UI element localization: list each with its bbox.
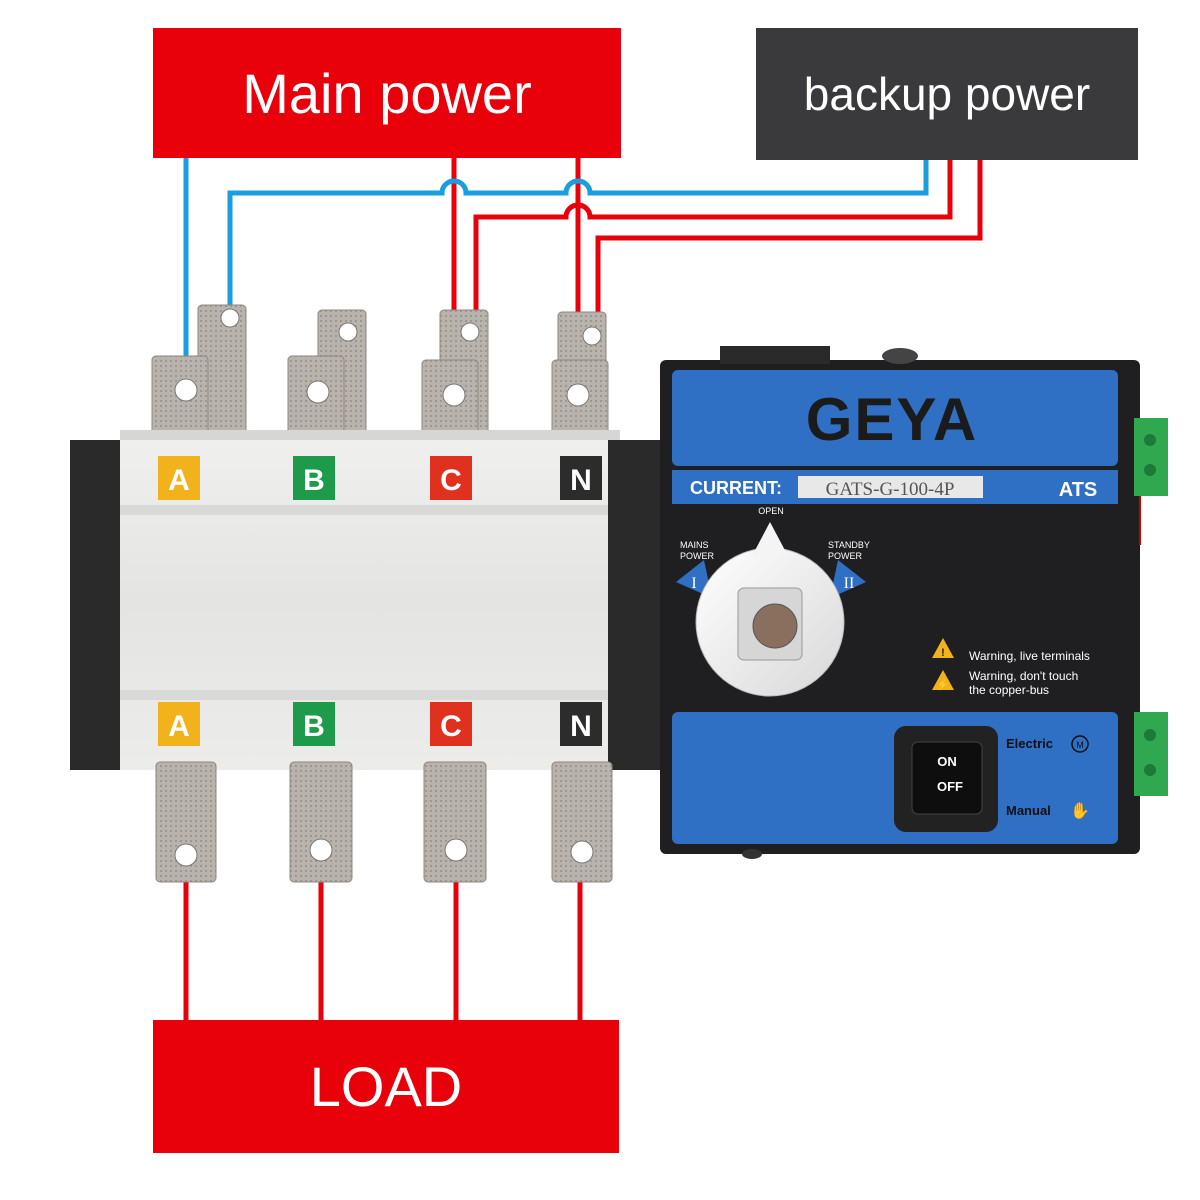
load-box: LOAD <box>153 1020 619 1153</box>
mains-numeral: I <box>691 575 696 592</box>
model-plate <box>798 476 983 498</box>
open-label: OPEN <box>758 506 784 516</box>
phase-markers-top: A B C N <box>158 456 602 500</box>
backup-power-label: backup power <box>803 68 1091 120</box>
side-connector-top <box>1134 418 1168 496</box>
terminal-b-load <box>289 761 353 883</box>
svg-text:B: B <box>303 464 325 497</box>
top-terminals-back <box>197 304 607 441</box>
terminal-a-backup <box>197 304 247 441</box>
brand-panel <box>672 370 1118 466</box>
svg-text:!: ! <box>941 647 945 659</box>
phase-marker-c-bottom: C <box>430 702 472 746</box>
mains-label-1: MAINS <box>680 540 709 550</box>
svg-text:C: C <box>440 710 462 743</box>
electric-label: Electric <box>1006 736 1053 751</box>
warning-icon-1 <box>932 638 954 658</box>
brand-logo: GEYA <box>806 386 979 453</box>
mode-switch[interactable] <box>911 741 983 815</box>
terminal-a-load <box>155 761 217 883</box>
svg-text:⚡: ⚡ <box>937 678 949 691</box>
hand-icon: ✋ <box>1070 801 1090 820</box>
standby-label-1: STANDBY <box>828 540 870 550</box>
phase-marker-b-top: B <box>293 456 335 500</box>
phase-marker-n-top: N <box>560 456 602 500</box>
terminal-b-main <box>287 355 345 447</box>
warning-text-2a: Warning, don't touch <box>969 669 1078 683</box>
motor-icon <box>1071 735 1089 753</box>
ats-label: ATS <box>1059 479 1098 501</box>
mains-arrow <box>676 560 712 598</box>
phase-marker-c-top: C <box>430 456 472 500</box>
model-text: GATS-G-100-4P <box>826 479 955 500</box>
svg-text:B: B <box>303 710 325 743</box>
svg-text:C: C <box>440 464 462 497</box>
phase-marker-a-bottom: A <box>158 702 200 746</box>
phase-markers-bottom: A B C N <box>158 702 602 746</box>
mains-label-2: POWER <box>680 551 715 561</box>
backup-power-box: backup power <box>756 28 1138 160</box>
terminal-c-load <box>423 761 487 883</box>
phase-marker-n-bottom: N <box>560 702 602 746</box>
bottom-terminals <box>155 761 613 883</box>
svg-text:N: N <box>570 464 592 497</box>
phase-marker-b-bottom: B <box>293 702 335 746</box>
switch-off-label: OFF <box>937 779 963 794</box>
svg-text:N: N <box>570 710 592 743</box>
backup-wire-a <box>227 160 929 318</box>
main-power-box: Main power <box>153 28 621 158</box>
warning-text-1: Warning, live terminals <box>969 649 1090 663</box>
ats-controller: GEYA CURRENT: GATS-G-100-4P ATS OPEN MAI… <box>660 346 1168 859</box>
top-terminals-front <box>151 355 609 447</box>
svg-text:A: A <box>168 710 190 743</box>
backup-wire-c <box>473 160 953 325</box>
switch-on-label: ON <box>937 754 957 769</box>
terminal-n-main <box>551 359 609 447</box>
phase-marker-a-top: A <box>158 456 200 500</box>
standby-arrow <box>830 560 866 598</box>
side-connector-bottom <box>1134 712 1168 796</box>
current-label: CURRENT: <box>690 478 782 498</box>
dial-shaft <box>752 603 798 649</box>
svg-text:A: A <box>168 464 190 497</box>
terminal-n-load <box>551 761 613 883</box>
main-power-label: Main power <box>242 61 532 125</box>
load-label: LOAD <box>309 1055 463 1118</box>
standby-numeral: II <box>844 575 855 592</box>
backup-wire-n <box>595 160 983 330</box>
standby-label-2: POWER <box>828 551 863 561</box>
svg-text:M: M <box>1076 740 1084 750</box>
warning-icon-2 <box>932 670 954 690</box>
terminal-a-main <box>151 355 209 447</box>
switch-body <box>70 430 670 770</box>
manual-label: Manual <box>1006 803 1051 818</box>
warning-text-2b: the copper-bus <box>969 683 1049 697</box>
